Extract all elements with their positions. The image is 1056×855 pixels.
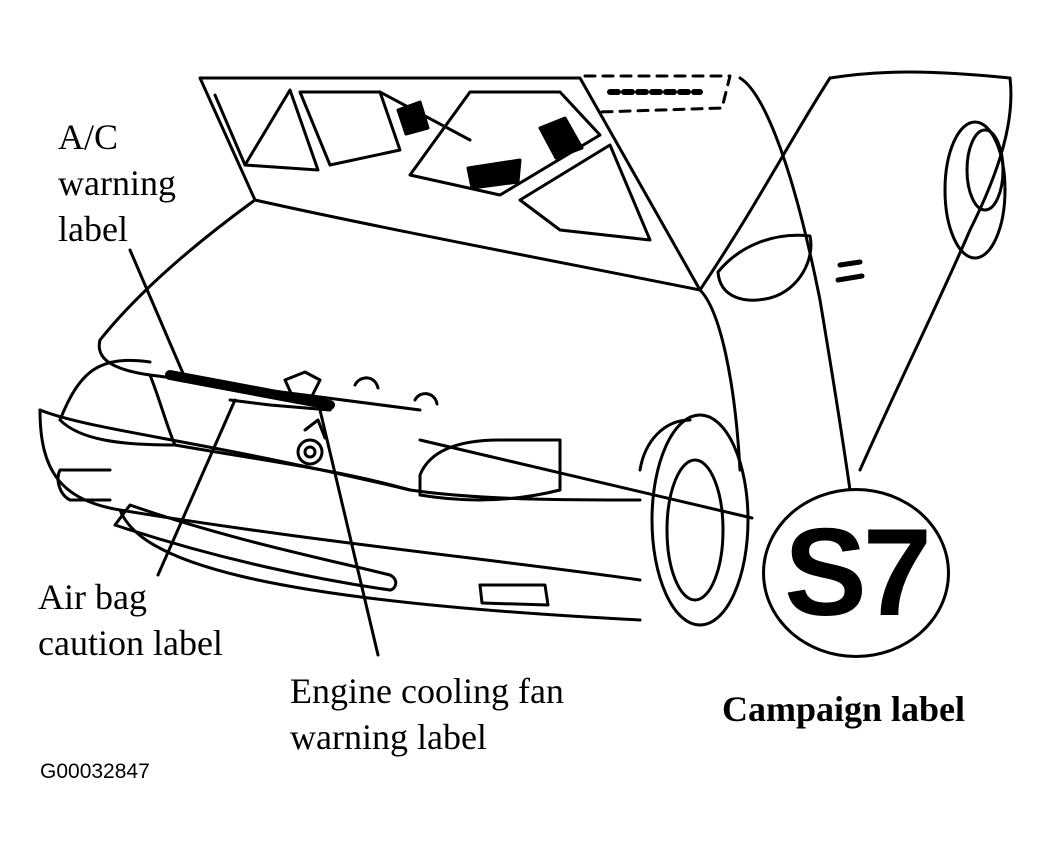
leader-ac-warning <box>128 248 187 380</box>
ac-warning-label-callout: A/C warning label <box>58 114 176 252</box>
airbag-caution-line-2: caution label <box>38 623 223 663</box>
airbag-caution-line-1: Air bag <box>38 577 147 617</box>
leader-airbag-caution <box>156 398 237 577</box>
ac-warning-line-3: label <box>58 209 128 249</box>
leader-campaign <box>418 438 754 520</box>
figure-id: G00032847 <box>40 760 150 783</box>
engine-fan-line-2: warning label <box>290 717 487 757</box>
leader-lines <box>128 248 754 657</box>
ac-warning-line-2: warning <box>58 163 176 203</box>
leader-engine-fan <box>318 408 380 657</box>
engine-fan-warning-label-callout: Engine cooling fan warning label <box>290 668 564 760</box>
campaign-badge-text: S7 <box>784 504 932 642</box>
campaign-badge: S7 <box>762 488 950 658</box>
car-body <box>38 70 1013 627</box>
open-hood <box>198 74 732 292</box>
campaign-label-caption: Campaign label <box>722 689 966 729</box>
ac-warning-line-1: A/C <box>58 117 119 157</box>
engine-fan-line-1: Engine cooling fan <box>290 671 564 711</box>
airbag-caution-label-callout: Air bag caution label <box>38 574 223 666</box>
